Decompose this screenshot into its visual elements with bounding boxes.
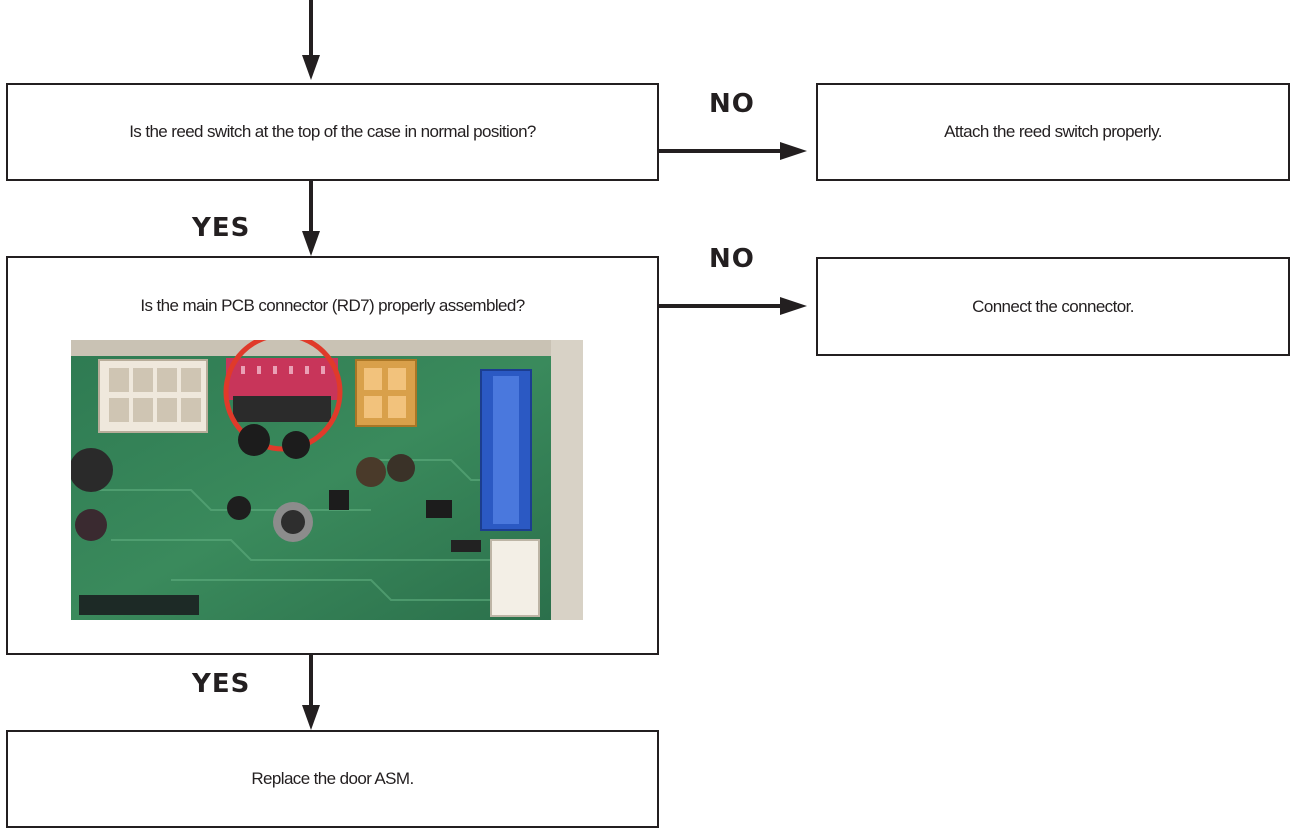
action-text-connect-connector: Connect the connector.: [972, 297, 1134, 316]
decision-box-reed-switch: Is the reed switch at the top of the cas…: [6, 83, 659, 181]
label-no-2: NO: [709, 244, 755, 274]
arrow-yes-1: [302, 181, 320, 256]
final-box-replace-door: Replace the door ASM.: [6, 730, 659, 828]
arrow-no-1: [659, 142, 807, 160]
pcb-photo: [71, 340, 583, 620]
action-box-connect-connector: Connect the connector.: [816, 257, 1290, 356]
decision-text-pcb-connector: Is the main PCB connector (RD7) properly…: [140, 296, 525, 315]
label-yes-2: YES: [192, 669, 251, 699]
arrow-entry: [302, 0, 320, 80]
arrow-yes-2: [302, 655, 320, 730]
action-box-attach-reed-switch: Attach the reed switch properly.: [816, 83, 1290, 181]
action-text-attach-reed-switch: Attach the reed switch properly.: [944, 122, 1162, 141]
label-no-1: NO: [709, 89, 755, 119]
arrow-no-2: [659, 297, 807, 315]
decision-text-reed-switch: Is the reed switch at the top of the cas…: [129, 122, 536, 141]
label-yes-1: YES: [192, 213, 251, 243]
final-text-replace-door: Replace the door ASM.: [251, 769, 414, 788]
